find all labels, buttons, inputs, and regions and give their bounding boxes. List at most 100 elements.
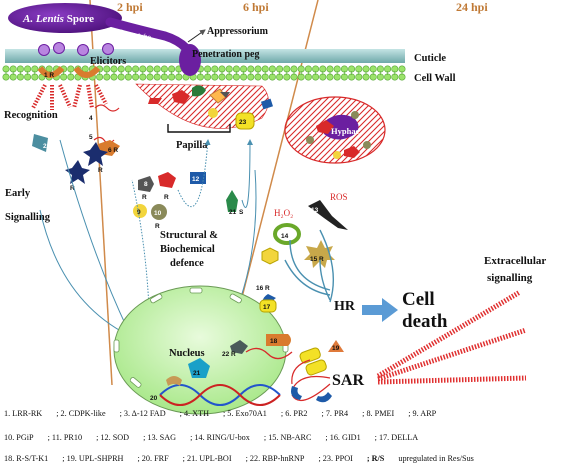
time-label-24hpi: 24 hpi <box>456 0 488 14</box>
marker-2: 2 <box>43 143 47 150</box>
legend-entry: ; 13. SAG <box>143 433 176 442</box>
marker-3b-r: R <box>98 167 103 174</box>
hyphae-region <box>284 96 386 164</box>
legend-entry: ; 16. GID1 <box>325 433 360 442</box>
marker-4: 4 <box>89 115 93 122</box>
structural-label-1: Structural & <box>160 230 218 241</box>
marker-10: 10 <box>154 210 162 217</box>
frf-marker-21s <box>226 190 238 212</box>
time-label-2hpi: 2 hpi <box>117 0 143 14</box>
upl-boi-21 <box>188 358 210 378</box>
time-line-2hpi <box>89 0 113 386</box>
sar-label: SAR <box>332 372 364 389</box>
marker-23: 23 <box>239 119 247 126</box>
appressorium-label: Appressorium <box>207 26 269 37</box>
legend-entry: 10. PGiP <box>4 433 34 442</box>
spore-label-rest: Spore <box>64 13 94 25</box>
legend-entry: ; 14. RING/U-box <box>190 433 250 442</box>
extracellular-label-2: signalling <box>487 272 533 284</box>
hr-arcs <box>284 229 335 303</box>
pmei-marker-8 <box>138 176 154 192</box>
spore-label-genus: A. Lentis <box>22 13 64 25</box>
legend-entry: ; 23. PPOI <box>318 454 353 463</box>
mrna-strand <box>245 347 293 360</box>
legend-entry: upregulated in Res/Sus <box>398 454 474 463</box>
marker-5: 5 <box>89 134 93 141</box>
hr-label: HR <box>334 299 356 314</box>
marker-9: 9 <box>137 209 141 216</box>
hexagon-protein <box>261 247 279 265</box>
r-s-t-k1-18 <box>266 334 291 346</box>
sod-marker-12 <box>190 172 206 184</box>
recognition-rays <box>31 84 108 110</box>
legend-entry: ; 20. FRF <box>137 454 169 463</box>
penetration-peg-label: Penetration peg <box>192 49 260 60</box>
legend-entry: ; 4. XTH <box>180 409 209 418</box>
marker-1r: 1 R <box>44 72 54 79</box>
pgip-marker-10 <box>151 204 167 220</box>
legend-entry: ; 7. PR4 <box>322 409 349 418</box>
structural-label-3: defence <box>170 258 204 269</box>
ppoi-marker-23 <box>235 112 255 130</box>
arp-marker-9 <box>133 204 147 218</box>
marker-3-r: R <box>70 185 75 192</box>
legend-entry: ; R/S <box>367 454 385 463</box>
extracellular-label-1: Extracellular <box>484 255 546 267</box>
legend-entry: ; 12. SOD <box>96 433 129 442</box>
hr-arrow <box>362 298 398 322</box>
lrr-rk-receptor <box>37 65 101 78</box>
marker-7-r: R <box>164 194 169 201</box>
legend-entry: ; 9. ARP <box>408 409 436 418</box>
nucleus-label: Nucleus <box>169 348 205 359</box>
cell-wall <box>2 65 406 81</box>
legend-entry: ; 17. DELLA <box>375 433 419 442</box>
pr4-marker-7 <box>158 172 176 188</box>
della-pair <box>299 347 327 376</box>
rbp-hnrnp-22 <box>230 340 248 354</box>
legend-entry: ; 2. CDPK-like <box>56 409 106 418</box>
marker-21: 21 <box>193 370 201 377</box>
frf-20 <box>166 376 182 386</box>
nucleus <box>113 285 289 415</box>
fad-marker-3 <box>65 160 90 184</box>
legend-entry: ; 6. PR2 <box>281 409 308 418</box>
time-label-6hpi: 6 hpi <box>243 0 269 14</box>
xth-marker <box>94 104 120 112</box>
upl-shprh-19 <box>328 340 344 352</box>
early-signalling-label-2: Signalling <box>5 212 51 223</box>
legend-entry: 18. R-S/T-K1 <box>4 454 48 463</box>
legend-entry: ; 11. PR10 <box>48 433 83 442</box>
gid1-pair <box>291 386 332 403</box>
legend-entry: ; 8. PMEI <box>362 409 394 418</box>
marker-20: 20 <box>150 395 158 402</box>
early-signalling-label-1: Early <box>5 188 31 199</box>
cell-death-label-2: death <box>402 311 448 332</box>
sag-13 <box>308 200 348 230</box>
marker-12: 12 <box>192 176 200 183</box>
marker-6r: 6 R <box>108 147 118 154</box>
ring-u-box-14 <box>273 223 301 245</box>
marker-22r: 22 R <box>222 351 236 358</box>
cdpk-marker-2 <box>32 134 48 152</box>
marker-16r: 16 R <box>256 285 270 292</box>
legend-entry: ; 15. NB-ARC <box>264 433 312 442</box>
legend: 1. LRR-RK ; 2. CDPK-like ; 3. Δ-12 FAD ; 4.… <box>4 409 474 463</box>
legend-entry: 1. LRR-RK <box>4 409 42 418</box>
hyphae-label: Hyphae <box>331 126 360 136</box>
recognition-label: Recognition <box>4 110 58 121</box>
marker-14: 14 <box>281 233 289 240</box>
sar-rays <box>376 289 527 385</box>
h2o2-label: H₂O₂ <box>274 208 293 218</box>
cell-death-label-1: Cell <box>402 289 435 310</box>
fad-marker-3b <box>83 142 108 166</box>
legend-entry: ; 3. Δ-12 FAD <box>120 409 166 418</box>
legend-entry: ; 21. UPL-BOI <box>183 454 232 463</box>
cell-wall-label: Cell Wall <box>414 73 456 84</box>
marker-19: 19 <box>332 345 340 352</box>
legend-entry: ; 5. Exo70A1 <box>223 409 267 418</box>
marker-8-r: R <box>142 194 147 201</box>
elicitors-label: Elicitors <box>90 56 126 67</box>
papilla-label: Papilla <box>176 140 208 151</box>
